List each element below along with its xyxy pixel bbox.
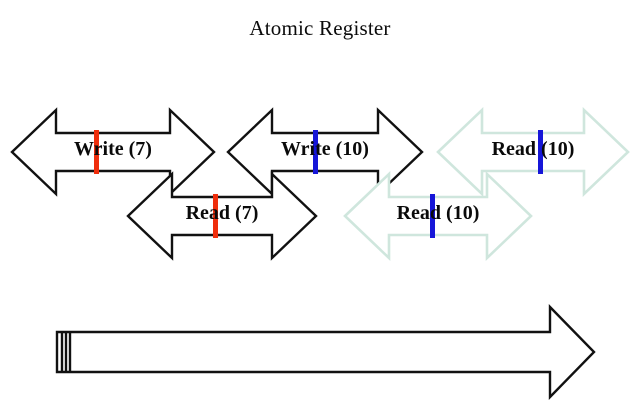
interval-arrow-shape bbox=[343, 170, 533, 262]
interval-arrow-shape bbox=[126, 171, 318, 261]
linearization-point-marker bbox=[430, 194, 435, 238]
interval-arrow bbox=[126, 171, 318, 261]
time-arrow-svg bbox=[55, 304, 596, 400]
operation-write-7: Write (7) bbox=[10, 107, 216, 197]
page-title: Atomic Register bbox=[249, 16, 391, 40]
interval-arrow bbox=[343, 170, 533, 262]
operation-label: Read (10) bbox=[491, 138, 575, 160]
operation-read-10-row2: Read (10) bbox=[343, 170, 533, 262]
linearization-point-marker bbox=[538, 130, 543, 174]
operation-read-10-row1: Read (10) bbox=[436, 106, 630, 198]
operation-label: Read (7) bbox=[185, 202, 259, 224]
operation-label: Write (7) bbox=[74, 138, 152, 160]
interval-arrow bbox=[10, 107, 216, 197]
interval-arrow-shape bbox=[436, 106, 630, 198]
linearization-point-marker bbox=[313, 130, 318, 174]
linearization-point-marker bbox=[94, 130, 99, 174]
linearization-point-marker bbox=[213, 194, 218, 238]
operation-label: Write (10) bbox=[281, 138, 369, 160]
operation-read-7: Read (7) bbox=[126, 171, 318, 261]
operation-label: Read (10) bbox=[396, 202, 480, 224]
time-arrow-shape bbox=[55, 304, 596, 400]
interval-arrow-shape bbox=[10, 107, 216, 197]
time-axis-arrow bbox=[55, 304, 596, 400]
interval-arrow bbox=[436, 106, 630, 198]
